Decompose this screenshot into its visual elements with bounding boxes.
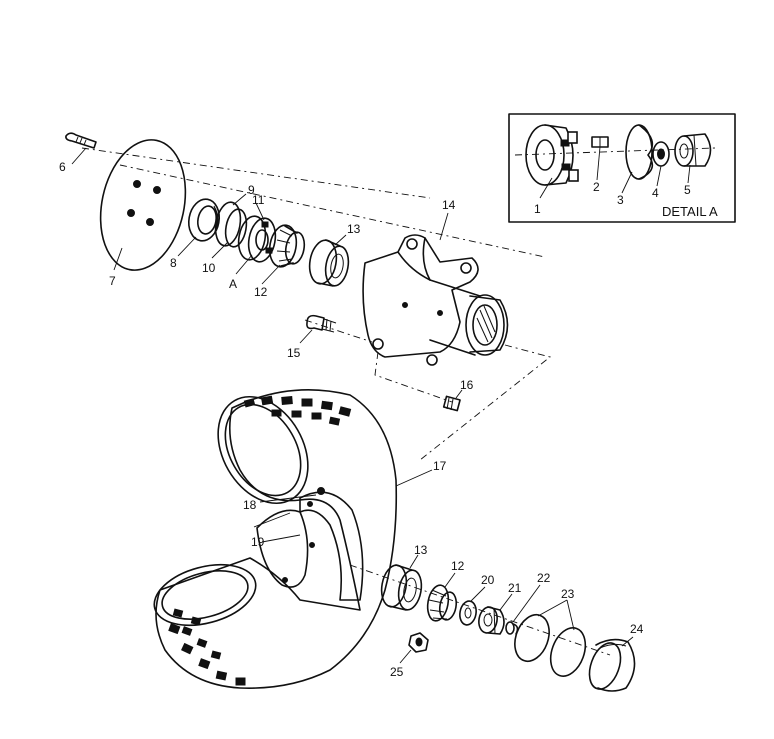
part-12-bearing-lower	[426, 584, 458, 622]
callout-12-lower: 12	[451, 559, 465, 573]
part-10-ring	[224, 208, 248, 248]
callout-12: 12	[254, 285, 268, 299]
callout-1: 1	[534, 202, 541, 216]
part-4-small-washer	[652, 141, 670, 167]
callout-21: 21	[508, 581, 522, 595]
callout-20: 20	[481, 573, 495, 587]
detail-a-frame	[508, 113, 736, 223]
part-3-washer	[625, 124, 654, 180]
part-22-cotter-pin	[505, 621, 519, 635]
callout-4: 4	[652, 186, 659, 200]
part-12-bearing-upper	[268, 224, 306, 268]
detail-a-inset: 1 2 3 4 5 DETAIL A	[508, 113, 736, 223]
callout-16: 16	[460, 378, 474, 392]
callout-5: 5	[684, 183, 691, 197]
part-24-hub-cap	[588, 638, 636, 692]
part-19-rim	[256, 487, 364, 601]
callout-13: 13	[347, 222, 361, 236]
detail-a-label: DETAIL A	[662, 204, 718, 219]
part-23-o-rings	[514, 613, 587, 677]
callout-23: 23	[561, 587, 575, 601]
callout-6: 6	[59, 160, 66, 174]
callout-13-lower: 13	[414, 543, 428, 557]
part-15-bolt	[306, 314, 337, 333]
callout-25: 25	[390, 665, 404, 679]
callout-8: 8	[170, 256, 177, 270]
part-13-race-lower	[380, 564, 423, 611]
part-17-tire	[153, 388, 398, 689]
callout-22: 22	[537, 571, 551, 585]
part-1-clutch	[525, 124, 579, 186]
callout-2: 2	[593, 180, 600, 194]
part-20-washer	[459, 600, 477, 626]
part-6-bolt	[65, 132, 97, 149]
part-14-hub	[362, 234, 509, 366]
callout-a: A	[229, 277, 237, 291]
part-5-nut	[674, 133, 712, 167]
callout-18: 18	[243, 498, 257, 512]
callout-17: 17	[433, 459, 447, 473]
part-25-lug-nut	[408, 632, 429, 653]
callout-14: 14	[442, 198, 456, 212]
part-16-stud	[442, 395, 461, 412]
part-13-race-upper	[308, 239, 350, 287]
callout-9: 9	[248, 183, 255, 197]
callout-15: 15	[287, 346, 301, 360]
callout-7: 7	[109, 274, 116, 288]
callout-19: 19	[251, 535, 265, 549]
callout-24: 24	[630, 622, 644, 636]
part-8-seal	[187, 198, 221, 242]
callout-3: 3	[617, 193, 624, 207]
part-7-brake-disc	[99, 139, 187, 271]
part-2-pin	[591, 136, 609, 148]
callout-11: 11	[252, 193, 265, 207]
part-21-castle-nut	[478, 606, 505, 635]
callout-10: 10	[202, 261, 216, 275]
